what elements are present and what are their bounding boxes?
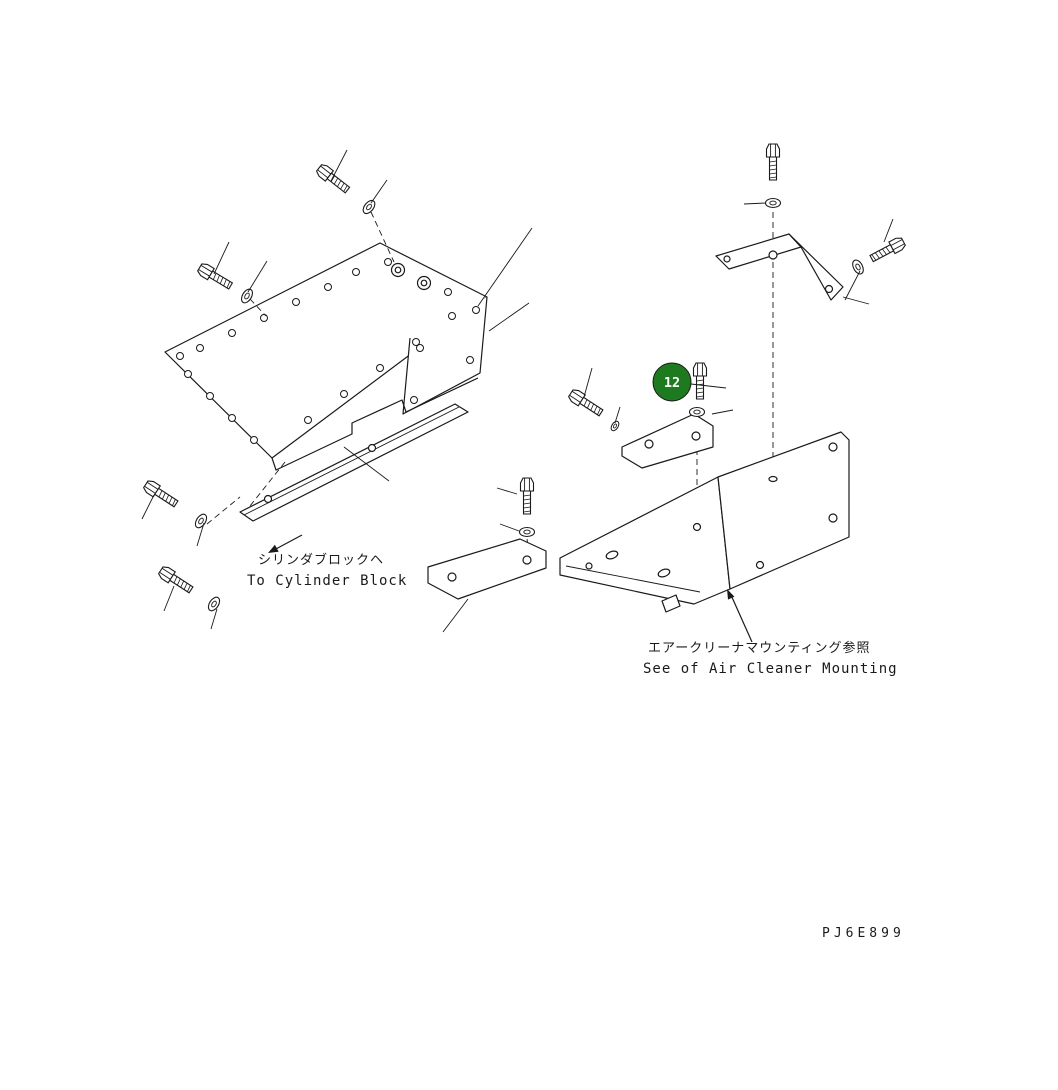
washer [688, 406, 706, 418]
callout-12[interactable]: 12 [652, 362, 692, 402]
washer [518, 526, 536, 538]
bolt [314, 162, 352, 196]
washer [764, 197, 782, 209]
cover-panel [164, 242, 488, 471]
leader-lines [141, 149, 894, 633]
air-cleaner-label-en: See of Air Cleaner Mounting [643, 661, 898, 677]
cylinder-block-label-en: To Cylinder Block [247, 573, 407, 589]
bolt [868, 235, 908, 265]
washer [360, 197, 378, 217]
small-plate-center [621, 413, 714, 469]
cylinder-block-label-jp: シリンダブロックヘ [258, 552, 384, 568]
upper-bracket [715, 233, 844, 301]
air-cleaner-bracket [559, 431, 850, 613]
callout-circle[interactable] [652, 362, 692, 402]
drawing-code: PJ6E899 [822, 926, 905, 941]
bolt [195, 261, 235, 293]
cylinder-block-arrow [268, 534, 303, 553]
bolt [566, 387, 606, 419]
washer [192, 511, 210, 531]
washer [205, 594, 223, 614]
bolt [692, 362, 708, 400]
air-cleaner-arrow [727, 589, 753, 643]
cover-boss-holes [390, 262, 432, 291]
air-cleaner-label-jp: エアークリーナマウンティング参照 [648, 640, 870, 656]
small-plate-lower [427, 538, 547, 600]
callout-number: 12 [664, 375, 680, 391]
bolt [765, 143, 781, 181]
bolt [519, 477, 535, 515]
mounting-rail [239, 403, 469, 522]
washer [849, 257, 867, 277]
bolt [141, 478, 181, 510]
bolt [156, 564, 196, 596]
